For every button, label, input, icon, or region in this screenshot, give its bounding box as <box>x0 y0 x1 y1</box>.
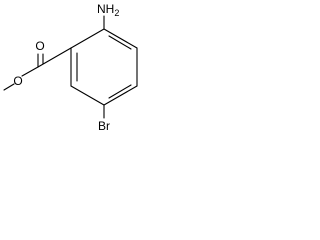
amine-label: NH2 <box>97 2 119 18</box>
ester-oxygen-label: O <box>13 74 22 88</box>
ring-double-bond-inner <box>108 35 132 50</box>
ring-bond <box>70 85 105 106</box>
carbonyl-oxygen-label: O <box>35 39 44 53</box>
ring-double-bond-inner <box>108 84 132 99</box>
chemical-structure-diagram: NH2 O O Br <box>3 2 138 133</box>
bromine-label: Br <box>98 119 110 133</box>
ester-oxygen-to-methyl-bond <box>3 83 15 91</box>
ring-bond <box>103 85 138 106</box>
carbonyl-to-ester-oxygen-bond <box>21 66 39 77</box>
ring-bond <box>103 28 138 49</box>
methyl-ester-group <box>3 47 72 91</box>
benzene-ring <box>70 28 138 106</box>
ring-bond <box>70 28 105 49</box>
